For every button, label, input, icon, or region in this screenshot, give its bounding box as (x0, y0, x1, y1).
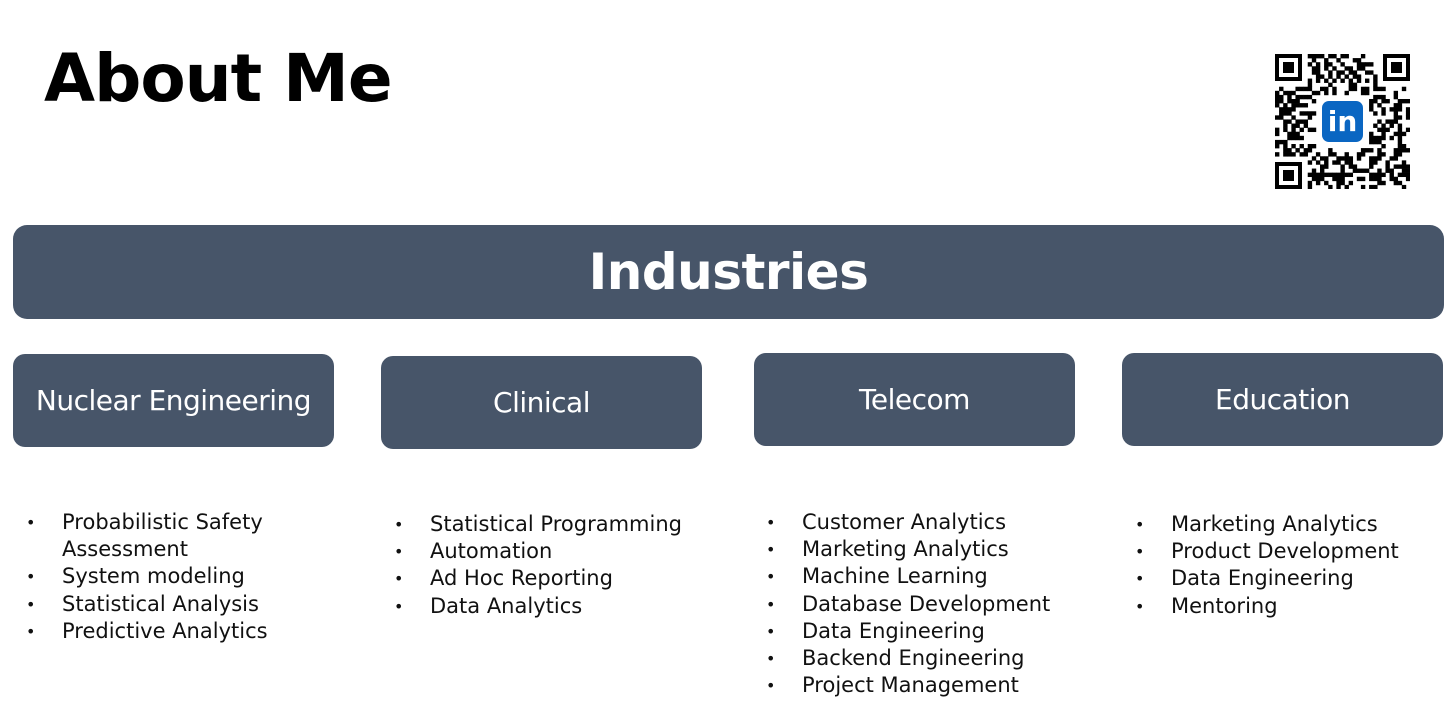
industry-card-nuclear-engineering: Nuclear Engineering (13, 354, 334, 447)
list-item: Mentoring (1135, 593, 1435, 620)
list-item: Data Engineering (766, 618, 1106, 645)
list-item: Product Development (1135, 538, 1435, 565)
list-item: Project Management (766, 672, 1106, 699)
page-title: About Me (44, 40, 393, 117)
list-item: Data Analytics (394, 593, 714, 620)
svg-text:in: in (1328, 105, 1358, 138)
industry-card-label: Nuclear Engineering (35, 384, 312, 417)
industry-card-clinical: Clinical (381, 356, 702, 449)
linkedin-icon: in (1322, 101, 1363, 142)
qr-modules (1275, 54, 1410, 189)
list-item: Backend Engineering (766, 645, 1106, 672)
list-item: Automation (394, 538, 714, 565)
industries-heading: Industries (588, 243, 869, 301)
linkedin-qr-code[interactable]: in (1275, 54, 1410, 189)
list-item: Ad Hoc Reporting (394, 565, 714, 592)
list-item: Statistical Analysis (26, 591, 316, 618)
list-item: Machine Learning (766, 563, 1106, 590)
clinical-skills-list: Statistical Programming Automation Ad Ho… (394, 511, 714, 620)
list-item: Marketing Analytics (766, 536, 1106, 563)
qr-finder-patterns (1275, 54, 1410, 189)
industries-banner: Industries (13, 225, 1444, 319)
industry-card-telecom: Telecom (754, 353, 1075, 446)
list-item: Probabilistic Safety Assessment (26, 509, 316, 563)
list-item: Statistical Programming (394, 511, 714, 538)
list-item: Marketing Analytics (1135, 511, 1435, 538)
nuclear-engineering-skills-list: Probabilistic Safety Assessment System m… (26, 509, 316, 645)
list-item: Database Development (766, 591, 1106, 618)
industry-card-label: Telecom (859, 383, 970, 416)
industry-card-education: Education (1122, 353, 1443, 446)
list-item: Data Engineering (1135, 565, 1435, 592)
telecom-skills-list: Customer Analytics Marketing Analytics M… (766, 509, 1106, 700)
education-skills-list: Marketing Analytics Product Development … (1135, 511, 1435, 620)
list-item: Predictive Analytics (26, 618, 316, 645)
list-item: Customer Analytics (766, 509, 1106, 536)
industry-card-label: Education (1215, 383, 1350, 416)
industry-card-label: Clinical (493, 386, 590, 419)
list-item: System modeling (26, 563, 316, 590)
